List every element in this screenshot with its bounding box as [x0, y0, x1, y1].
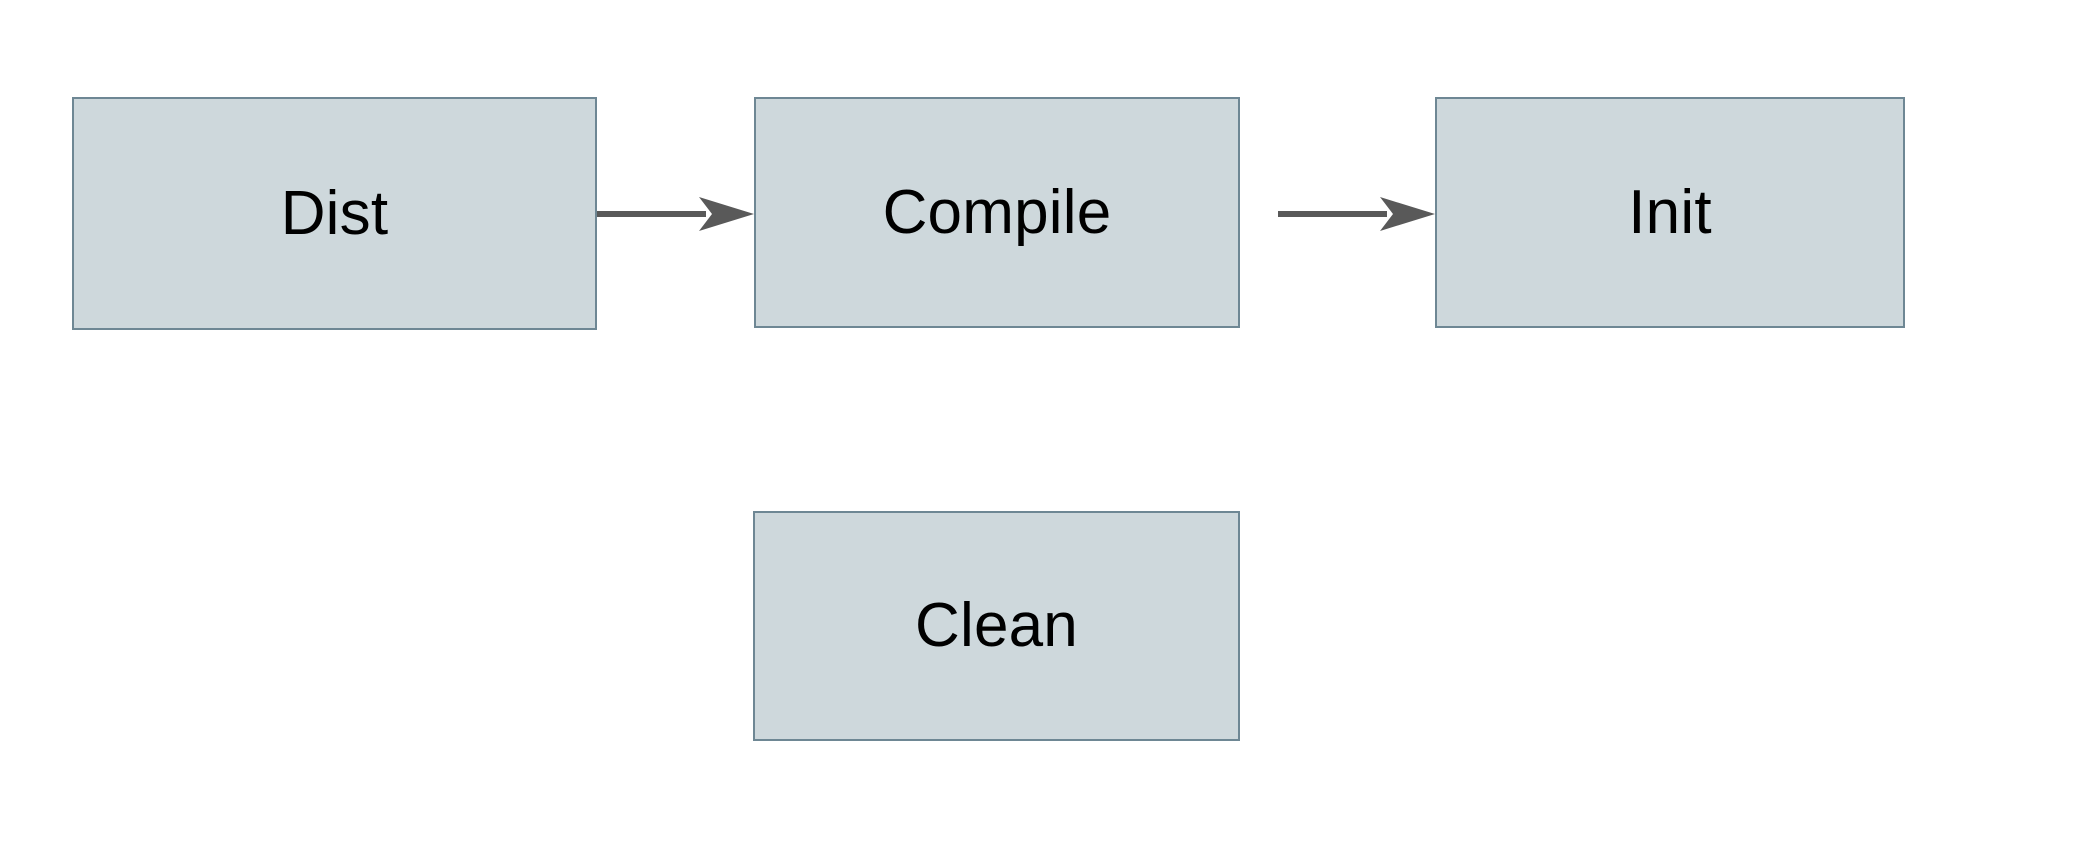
node-compile-label: Compile — [882, 177, 1112, 247]
node-init[interactable]: Init — [1435, 97, 1905, 328]
node-compile[interactable]: Compile — [754, 97, 1240, 328]
node-clean-label: Clean — [915, 591, 1078, 660]
node-init-label: Init — [1628, 177, 1712, 247]
edge-dist-compile-hitarea[interactable] — [597, 197, 755, 231]
node-dist-label: Dist — [280, 178, 389, 248]
node-dist[interactable]: Dist — [72, 97, 597, 330]
node-clean[interactable]: Clean — [753, 511, 1240, 741]
edge-compile-init-hitarea[interactable] — [1278, 197, 1436, 231]
